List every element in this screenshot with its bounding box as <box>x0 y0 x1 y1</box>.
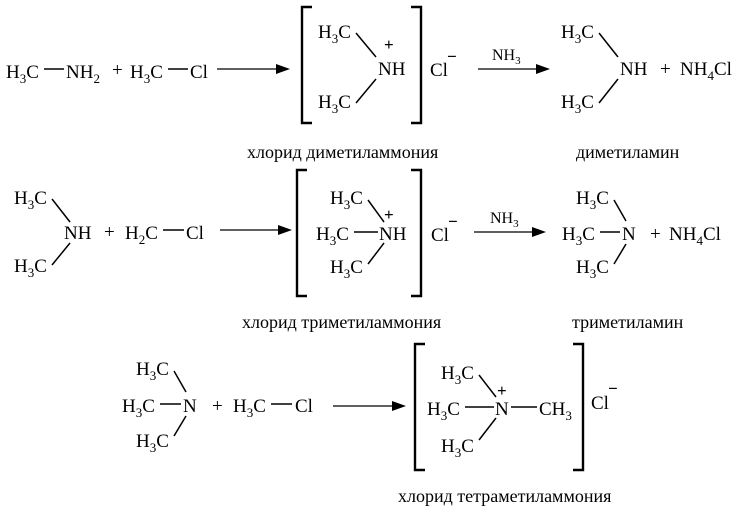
positive-charge: + <box>497 381 507 400</box>
reagent-label: NH3 <box>490 210 519 230</box>
atom-label: H3C <box>561 92 594 116</box>
reaction-arrow <box>333 401 406 411</box>
bond <box>367 199 385 223</box>
reaction-1: H3C NH2 + H3C Cl H3C + NH H3C Cl − <box>6 5 732 162</box>
atom-label: H3C <box>330 188 363 212</box>
plus-sign: + <box>212 396 223 417</box>
chloromethane: H2C Cl <box>125 223 204 247</box>
atom-label: H3C <box>427 399 460 423</box>
atom-label: H2C <box>125 223 158 247</box>
trimethylamine-product: H3C H3C N H3C + NH4Cl <box>562 188 721 281</box>
atom-label: Cl <box>190 62 208 83</box>
trimethylammonium-chloride: H3C + H3C NH H3C Cl − <box>295 168 458 298</box>
left-bracket <box>295 168 307 298</box>
positive-charge: + <box>384 35 394 54</box>
atom-label: Cl <box>186 223 204 244</box>
atom-label: NH <box>379 224 407 245</box>
atom-label: H3C <box>14 256 47 280</box>
negative-charge: − <box>448 212 458 231</box>
atom-label: H3C <box>14 188 47 212</box>
bond <box>613 199 627 222</box>
chloromethane: H3C Cl <box>233 396 313 420</box>
bond <box>613 243 627 265</box>
bond <box>173 370 187 393</box>
atom-label: N <box>495 399 509 420</box>
atom-label: H3C <box>122 396 155 420</box>
atom-label: NH <box>620 59 648 80</box>
atom-label: H3C <box>576 257 609 281</box>
dimethylamine-product: H3C NH H3C + NH4Cl <box>561 22 732 116</box>
chloride-ion: Cl <box>430 60 448 81</box>
trimethylamine-reactant: H3C H3C N H3C <box>122 359 197 455</box>
atom-label: H3C <box>318 92 351 116</box>
atom-label: H3C <box>441 436 474 460</box>
tetramethylammonium-chloride: H3C + H3C N CH3 H3C Cl − <box>413 342 618 472</box>
atom-label: CH3 <box>539 399 572 423</box>
atom-label: H3C <box>441 363 474 387</box>
right-bracket <box>411 5 423 125</box>
atom-label: N <box>183 396 197 417</box>
atom-label: H3C <box>330 257 363 281</box>
left-bracket <box>300 5 312 125</box>
plus-sign: + <box>104 222 115 243</box>
atom-label: H3C <box>318 22 351 46</box>
compound-name: хлорид триметиламмония <box>242 312 441 332</box>
compound-name: хлорид диметиламмония <box>247 142 438 162</box>
atom-label: NH <box>64 223 92 244</box>
atom-label: Cl <box>295 396 313 417</box>
bond <box>598 32 619 58</box>
bond <box>51 242 71 266</box>
atom-label: H3C <box>562 224 595 248</box>
atom-label: H3C <box>6 62 39 86</box>
left-bracket <box>413 342 425 472</box>
chloromethane: H3C Cl <box>130 62 208 86</box>
plus-sign: + <box>112 60 123 81</box>
reaction-2: H3C NH H3C + H2C Cl H3C + H3C NH H3C <box>14 168 721 332</box>
positive-charge: + <box>384 205 394 224</box>
atom-label: H3C <box>316 224 349 248</box>
reaction-arrow <box>217 64 290 74</box>
ammonium-chloride: NH4Cl <box>669 224 721 248</box>
bond <box>355 78 377 104</box>
chloride-ion: Cl <box>591 393 609 414</box>
plus-sign: + <box>650 224 661 245</box>
bond <box>478 374 497 398</box>
bond <box>51 198 71 223</box>
atom-label: H3C <box>130 62 163 86</box>
chloride-ion: Cl <box>431 225 449 246</box>
bond <box>478 417 497 441</box>
reaction-arrow <box>220 225 292 235</box>
atom-label: H3C <box>136 359 169 383</box>
atom-label: NH <box>378 59 406 80</box>
atom-label: H3C <box>136 431 169 455</box>
reagent-label: NH3 <box>492 47 521 67</box>
methylamine: H3C NH2 <box>6 62 100 86</box>
reagent-arrow: NH3 <box>478 47 550 74</box>
compound-name: триметиламин <box>572 312 684 332</box>
bond <box>173 415 187 437</box>
atom-label: H3C <box>561 22 594 46</box>
compound-name: хлорид тетраметиламмония <box>398 486 611 506</box>
reagent-arrow: NH3 <box>474 210 546 237</box>
dimethylammonium-chloride: H3C + NH H3C Cl − <box>300 5 457 125</box>
ammonium-chloride: NH4Cl <box>680 59 732 83</box>
bond <box>367 242 385 265</box>
atom-label: H3C <box>233 396 266 420</box>
bond <box>598 78 619 104</box>
atom-label: NH2 <box>66 62 100 86</box>
reaction-3: H3C H3C N H3C + H3C Cl H3C + H3C N C <box>122 342 618 506</box>
right-bracket <box>573 342 585 472</box>
dimethylamine-reactant: H3C NH H3C <box>14 188 92 280</box>
plus-sign: + <box>660 59 671 80</box>
negative-charge: − <box>608 379 618 398</box>
negative-charge: − <box>447 47 457 66</box>
right-bracket <box>411 168 423 298</box>
atom-label: N <box>622 224 636 245</box>
atom-label: H3C <box>576 188 609 212</box>
compound-name: диметиламин <box>576 142 680 162</box>
bond <box>355 32 377 58</box>
